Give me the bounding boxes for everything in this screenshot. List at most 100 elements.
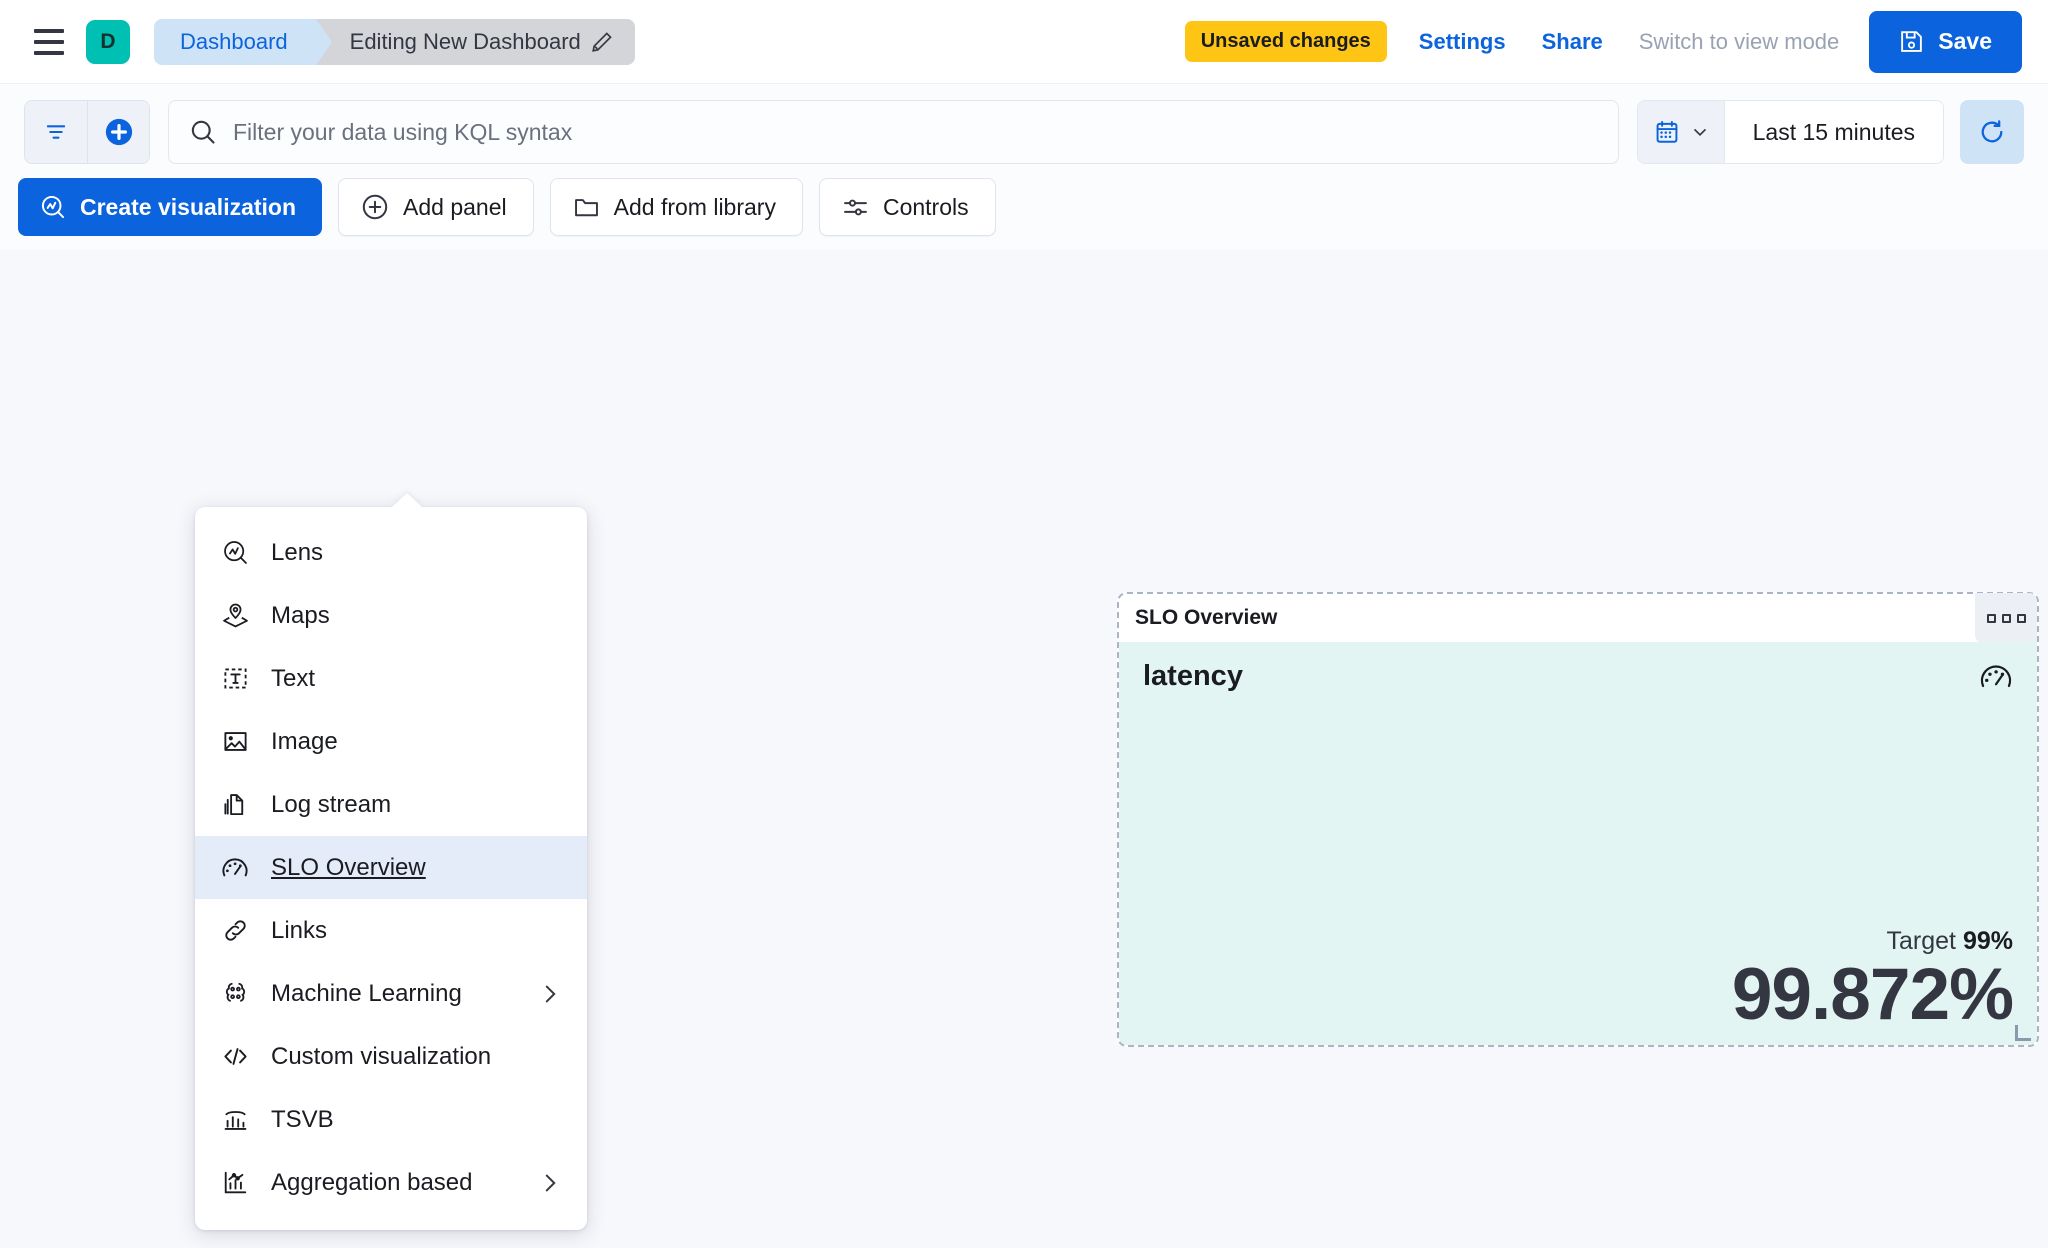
search-icon <box>189 118 217 146</box>
context-menu-square <box>2001 613 2011 623</box>
share-link[interactable]: Share <box>1541 28 1603 54</box>
add-filter-icon[interactable] <box>87 101 149 163</box>
add-from-library-button[interactable]: Add from library <box>549 178 803 236</box>
switch-to-view-mode-link[interactable]: Switch to view mode <box>1638 28 1840 54</box>
add-panel-label: Add panel <box>403 193 507 220</box>
menu-item-label: Machine Learning <box>271 979 462 1007</box>
create-visualization-button[interactable]: Create visualization <box>18 178 323 236</box>
tsvb-icon <box>221 1106 249 1134</box>
lens-icon <box>40 194 66 220</box>
slo-target-value: 99% <box>1962 927 2013 955</box>
context-menu-square <box>1986 613 1996 623</box>
aggregation-icon <box>221 1169 249 1197</box>
header-actions: Unsaved changes Settings Share Switch to… <box>1184 10 2022 73</box>
menu-item-label: SLO Overview <box>271 853 426 881</box>
add-from-library-label: Add from library <box>613 193 776 220</box>
hamburger-bar <box>34 39 64 44</box>
add-panel-menu: Lens Maps Text <box>195 507 587 1230</box>
controls-button[interactable]: Controls <box>818 178 996 236</box>
lens-icon <box>221 539 249 567</box>
context-menu-icon[interactable] <box>1975 593 2037 643</box>
text-icon <box>221 665 249 693</box>
hamburger-bar <box>34 50 64 55</box>
gauge-icon <box>221 854 249 882</box>
calendar-icon[interactable] <box>1637 101 1725 163</box>
hamburger-icon[interactable] <box>26 19 72 65</box>
slo-metrics: Target 99% 99.872% <box>1143 927 2014 1035</box>
save-button-label: Save <box>1938 28 1992 54</box>
menu-item-image[interactable]: Image <box>195 710 587 773</box>
menu-item-lens[interactable]: Lens <box>195 521 587 584</box>
menu-item-custom-visualization[interactable]: Custom visualization <box>195 1025 587 1088</box>
menu-item-machine-learning[interactable]: Machine Learning <box>195 962 587 1025</box>
save-disk-icon <box>1899 29 1924 54</box>
resize-handle[interactable] <box>2015 1025 2031 1041</box>
link-icon <box>221 917 249 945</box>
menu-item-maps[interactable]: Maps <box>195 584 587 647</box>
menu-item-aggregation-based[interactable]: Aggregation based <box>195 1151 587 1214</box>
create-visualization-label: Create visualization <box>80 193 297 220</box>
space-avatar[interactable]: D <box>86 19 130 64</box>
code-icon <box>221 1043 249 1071</box>
settings-link[interactable]: Settings <box>1418 28 1506 54</box>
menu-item-label: TSVB <box>271 1105 334 1133</box>
menu-item-label: Image <box>271 727 338 755</box>
filter-controls <box>24 100 150 164</box>
menu-item-label: Links <box>271 916 328 944</box>
time-range-value[interactable]: Last 15 minutes <box>1724 101 1943 163</box>
menu-item-label: Aggregation based <box>271 1168 473 1196</box>
menu-item-label: Maps <box>271 601 330 629</box>
slo-header-row: latency <box>1143 660 2013 694</box>
log-stream-icon <box>221 791 249 819</box>
breadcrumb: Dashboard Editing New Dashboard <box>154 18 635 65</box>
chevron-down-icon <box>1690 122 1710 142</box>
controls-sliders-icon <box>842 194 869 221</box>
menu-item-label: Text <box>271 664 316 692</box>
editing-toolbar: Create visualization Add panel Add from … <box>0 164 2048 250</box>
maps-icon <box>221 602 249 630</box>
panel-header: SLO Overview <box>1119 593 2037 643</box>
slo-sli-value: 99.872% <box>1731 954 2014 1035</box>
breadcrumb-dashboard-label: Dashboard <box>180 28 288 54</box>
controls-label: Controls <box>882 193 969 220</box>
machine-learning-icon <box>221 980 249 1008</box>
slo-target: Target 99% <box>1143 927 2013 956</box>
breadcrumb-dashboard[interactable]: Dashboard <box>154 18 332 65</box>
menu-item-text[interactable]: Text <box>195 647 587 710</box>
query-bar: Filter your data using KQL syntax Last 1… <box>0 84 2048 164</box>
context-menu-square <box>2016 613 2026 623</box>
filter-icon[interactable] <box>25 101 87 163</box>
folder-icon <box>573 194 600 221</box>
save-button[interactable]: Save <box>1869 10 2022 73</box>
chevron-right-icon <box>537 981 563 1007</box>
breadcrumb-current-label: Editing New Dashboard <box>349 28 581 54</box>
slo-overview-panel[interactable]: SLO Overview latency <box>1117 592 2039 1047</box>
menu-item-tsvb[interactable]: TSVB <box>195 1088 587 1151</box>
menu-item-log-stream[interactable]: Log stream <box>195 773 587 836</box>
search-input[interactable]: Filter your data using KQL syntax <box>168 100 1619 164</box>
plus-circle-icon <box>361 193 389 221</box>
breadcrumb-current[interactable]: Editing New Dashboard <box>315 18 635 65</box>
space-avatar-initial: D <box>100 29 116 53</box>
search-input-placeholder: Filter your data using KQL syntax <box>233 118 573 145</box>
hamburger-bar <box>34 28 64 33</box>
add-panel-button[interactable]: Add panel <box>338 178 534 236</box>
menu-item-slo-overview[interactable]: SLO Overview <box>195 836 587 899</box>
app-header: D Dashboard Editing New Dashboard Unsave… <box>0 0 2048 84</box>
slo-target-label: Target <box>1886 927 1956 955</box>
date-range-control: Last 15 minutes <box>1636 100 1944 164</box>
menu-item-label: Custom visualization <box>271 1042 492 1070</box>
unsaved-changes-badge[interactable]: Unsaved changes <box>1184 21 1387 62</box>
slo-name: latency <box>1143 660 1243 692</box>
menu-item-links[interactable]: Links <box>195 899 587 962</box>
menu-item-label: Lens <box>271 538 324 566</box>
pencil-icon[interactable] <box>591 31 613 53</box>
refresh-button[interactable] <box>1960 100 2024 164</box>
chevron-right-icon <box>537 1170 563 1196</box>
refresh-icon <box>1978 118 2006 146</box>
menu-item-label: Log stream <box>271 790 392 818</box>
slo-panel-body: latency Target 99% 99.872% <box>1119 642 2037 1045</box>
image-icon <box>221 728 249 756</box>
panel-title: SLO Overview <box>1135 606 1278 629</box>
gauge-icon <box>1979 660 2013 694</box>
